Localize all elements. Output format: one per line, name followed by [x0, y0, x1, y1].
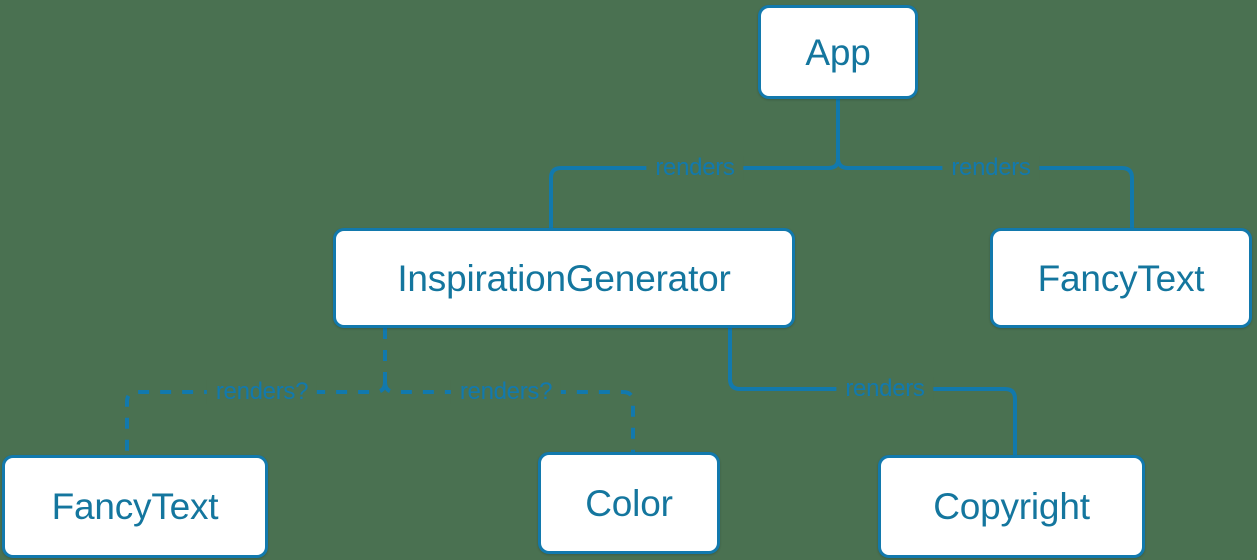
- edge-label-inspirationgenerator-color: renders?: [450, 380, 562, 404]
- node-copyright[interactable]: Copyright: [878, 455, 1145, 558]
- edge-inspirationgenerator-to-fancytext: [125, 381, 387, 455]
- node-app[interactable]: App: [758, 5, 918, 99]
- edge-label-inspirationgenerator-fancytext: renders?: [206, 380, 318, 404]
- edge-label-app-fancytext: renders: [942, 156, 1040, 180]
- edge-label-app-inspirationgenerator: renders: [646, 156, 744, 180]
- node-inspirationgenerator-label: InspirationGenerator: [397, 257, 731, 299]
- node-color[interactable]: Color: [538, 452, 720, 554]
- node-app-label: App: [805, 31, 871, 73]
- node-inspirationgenerator[interactable]: InspirationGenerator: [333, 228, 795, 328]
- node-fancytext-bottom-label: FancyText: [51, 486, 219, 527]
- node-fancytext-right-label: FancyText: [1037, 257, 1205, 299]
- edge-app-to-inspirationgenerator: [549, 158, 840, 230]
- node-fancytext-bottom[interactable]: FancyText: [2, 455, 268, 558]
- edge-inspirationgenerator-to-color: [383, 381, 635, 452]
- edge-label-inspirationgenerator-copyright: renders: [836, 377, 934, 401]
- node-copyright-label: Copyright: [933, 486, 1090, 527]
- node-fancytext-right[interactable]: FancyText: [990, 228, 1252, 328]
- node-color-label: Color: [585, 482, 673, 524]
